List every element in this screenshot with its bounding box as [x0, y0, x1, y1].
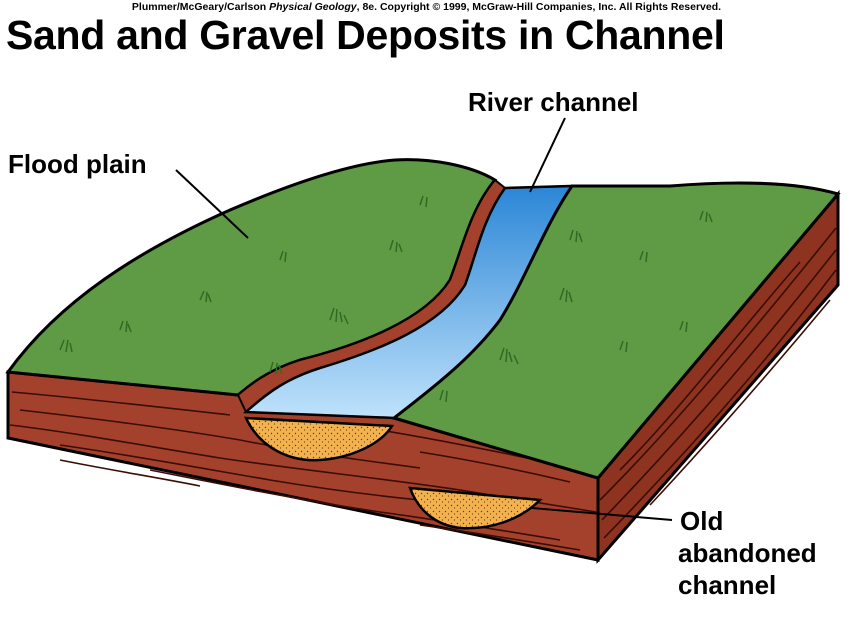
old-channel-label-line2: abandoned [678, 538, 817, 568]
flood-plain-leader-line [175, 169, 249, 239]
diagram-title: Sand and Gravel Deposits in Channel [6, 12, 725, 58]
river-channel-label: River channel [468, 87, 639, 117]
channel-sand-deposit [243, 416, 395, 462]
credit-book-title: Physical Geology [269, 1, 357, 13]
old-channel-leader-line [531, 507, 673, 521]
old-channel-label-line1: Old [680, 506, 724, 536]
right-flood-plain-surface [390, 181, 841, 480]
credit-copyright: , 8e. Copyright © 1999, McGraw-Hill Comp… [356, 1, 722, 13]
old-channel-sand-deposit [408, 486, 543, 530]
right-strata-lines [599, 227, 837, 539]
river-channel-leader-line [529, 117, 566, 193]
flood-plain-label: Flood plain [8, 149, 147, 179]
old-channel-label-line3: channel [678, 570, 777, 600]
grass-tufts [59, 195, 713, 403]
credit-authors: Plummer/McGeary/Carlson [131, 1, 267, 13]
copyright-credit: Plummer/McGeary/Carlson Physical Geology… [0, 1, 853, 13]
